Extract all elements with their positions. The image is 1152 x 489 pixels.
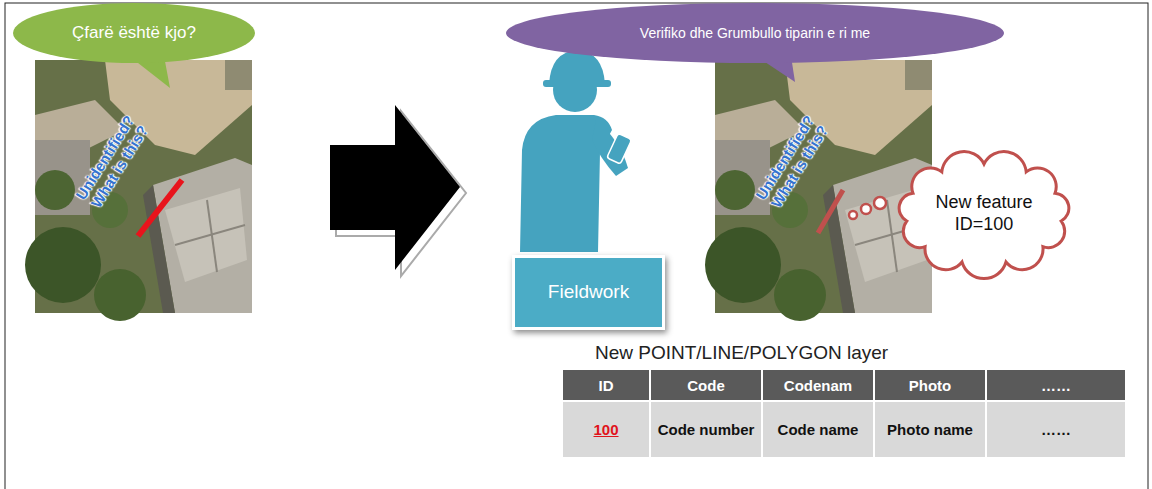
bubble-ellipse (506, 3, 1004, 63)
speech-bubble: Verifiko dhe Grumbullo tiparin e ri me (505, 2, 1005, 64)
frame (5, 3, 1148, 489)
thought-dot (849, 211, 857, 219)
bubble-ellipse (13, 3, 255, 63)
table-header-cell: ID (563, 370, 649, 400)
table-header-cell: Photo (875, 370, 985, 400)
table-cell-text: …… (1041, 421, 1071, 438)
node-text: Fieldwork (548, 281, 629, 304)
node-text: Çfarë është kjo? (72, 23, 196, 43)
table-header-text: Photo (909, 377, 952, 394)
table-cell-text: 100 (593, 421, 618, 438)
table-header-cell: Codenam (763, 370, 873, 400)
cloud-outline (899, 152, 1069, 279)
table-cell-text: Photo name (887, 421, 973, 438)
table-cell: Code name (763, 402, 873, 457)
aerial-photo (705, 60, 932, 321)
thought-dot (861, 204, 871, 214)
table-cell: Code number (651, 402, 761, 457)
thought-cloud: New feature ID=100 (888, 146, 1080, 282)
table-cell: Photo name (875, 402, 985, 457)
table-header-text: …… (1041, 377, 1071, 394)
worker-helmet-brim (543, 80, 611, 87)
speech-bubble: Çfarë është kjo? (12, 2, 256, 64)
worker-silhouette (520, 50, 632, 252)
table-header-cell: …… (987, 370, 1125, 400)
table-header-text: ID (599, 377, 614, 394)
thought-dot (874, 197, 886, 209)
fieldwork-box: Fieldwork (512, 255, 665, 330)
aerial-photo (25, 60, 252, 321)
phone (607, 133, 632, 164)
table-cell-text: Code name (778, 421, 859, 438)
table-cell: 100 (563, 402, 649, 457)
big-arrow (330, 105, 460, 270)
node-text: Verifiko dhe Grumbullo tiparin e ri me (640, 25, 870, 42)
table-header-text: Codenam (784, 377, 852, 394)
table-cell: …… (987, 402, 1125, 457)
table-cell-text: Code number (658, 421, 755, 438)
layer-caption: New POINT/LINE/POLYGON layer (595, 342, 888, 364)
feature-line (818, 190, 843, 233)
red-feature-line (138, 180, 182, 236)
table-header-text: Code (687, 377, 725, 394)
node-text: New feature ID=100 (930, 192, 1038, 235)
table-header-cell: Code (651, 370, 761, 400)
